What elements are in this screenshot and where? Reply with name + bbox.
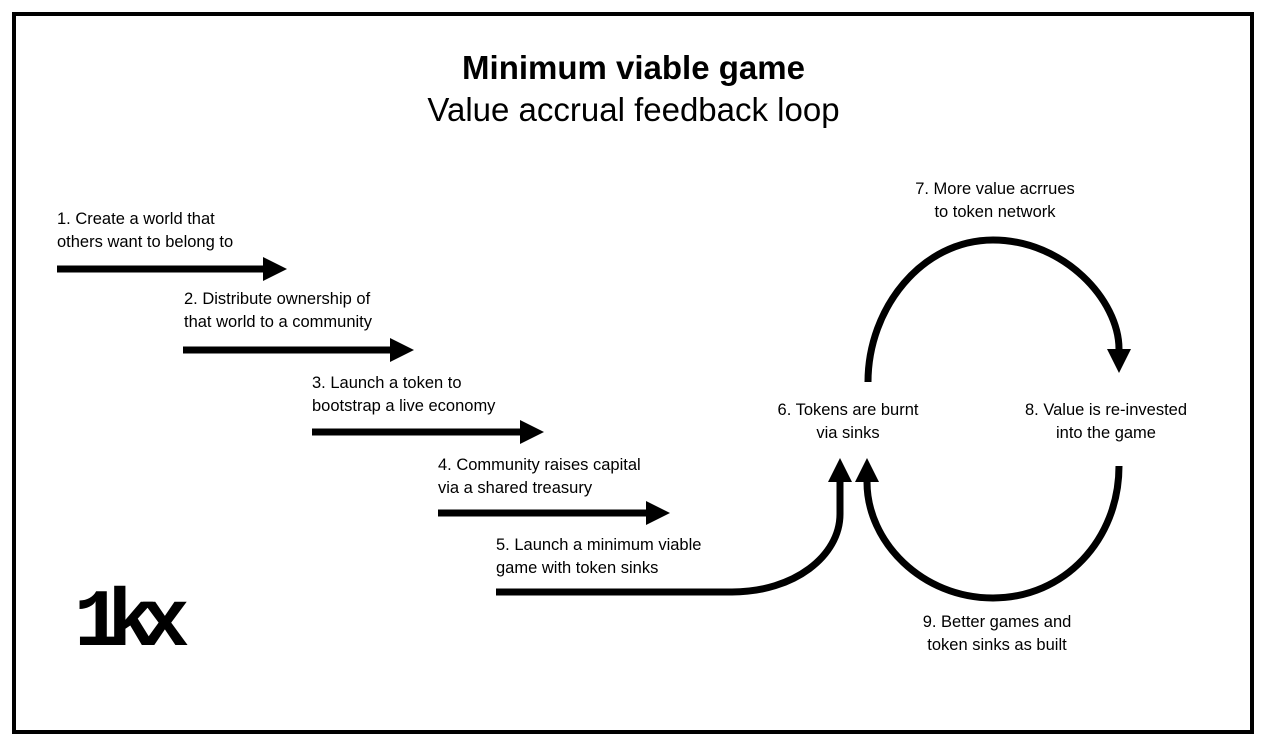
1kx-logo: 1kx [74,577,190,670]
step-2-label: 2. Distribute ownership of that world to… [184,290,372,331]
page-subtitle: Value accrual feedback loop [427,91,840,128]
step-5-label: 5. Launch a minimum viable game with tok… [496,536,702,577]
step-8-label: 8. Value is re-invested into the game [1024,401,1188,442]
loop-top-arc-arrow [864,236,1131,383]
step-3-label: 3. Launch a token to bootstrap a live ec… [312,374,496,415]
step-4-label: 4. Community raises capital via a shared… [438,456,641,497]
page-title: Minimum viable game [462,49,805,86]
outer-border [12,12,1254,734]
loop-bottom-arc-arrow [855,458,1123,602]
step-5-curve-arrow [496,458,852,596]
step-9-label: 9. Better games and token sinks as built [922,613,1072,654]
step-6-label: 6. Tokens are burnt via sinks [777,401,919,442]
header: Minimum viable game Value accrual feedba… [0,47,1267,131]
step-7-label: 7. More value acrrues to token network [915,180,1075,221]
step-1-label: 1. Create a world that others want to be… [57,210,234,251]
